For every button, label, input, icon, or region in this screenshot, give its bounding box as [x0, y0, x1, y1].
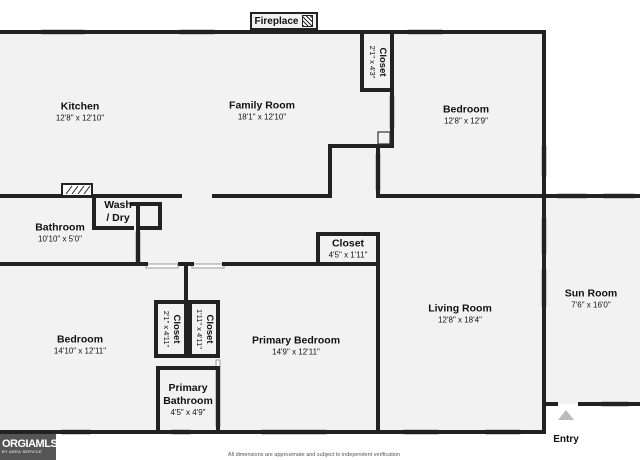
room-dims: 12'8" x 18'4": [438, 315, 482, 325]
room-closet-top: Closet 2'1" x 4'3": [367, 45, 388, 79]
room-name: Closet: [376, 47, 388, 77]
fireplace: Fireplace: [250, 12, 318, 30]
room-bathroom: Bathroom 10'10" x 5'0": [35, 221, 85, 244]
room-name-line2: / Dry: [106, 212, 130, 224]
room-sun-room: Sun Room 7'6" x 16'0": [565, 287, 618, 310]
room-wash-dry: Wash / Dry: [104, 199, 132, 225]
room-kitchen: Kitchen 12'8" x 12'10": [56, 100, 104, 123]
room-dims: 14'9" x 12'11": [272, 347, 320, 357]
room-dims: 14'10" x 12'11": [53, 346, 107, 356]
room-dims: 12'8" x 12'9": [444, 116, 488, 126]
room-bedroom-sw: Bedroom 14'10" x 12'11": [54, 333, 106, 356]
room-primary-bedroom: Primary Bedroom 14'9" x 12'11": [252, 334, 340, 357]
room-dims: 2'1" x 4'3": [367, 45, 377, 79]
room-name-line1: Wash: [104, 198, 132, 211]
mls-logo: ORGIAMLS BY AREA SERVICE: [0, 434, 58, 460]
fireplace-label: Fireplace: [254, 15, 299, 27]
walls: [0, 30, 640, 434]
room-closet-mid: Closet 4'5" x 1'11": [329, 237, 368, 260]
room-dims: 18'1" x 12'10": [237, 112, 287, 122]
room-name: Closet: [203, 314, 215, 344]
room-name: Closet: [331, 237, 365, 250]
logo-subtext: BY AREA SERVICE: [2, 449, 42, 455]
room-name: Bedroom: [56, 333, 104, 346]
room-dims: 1'11" x 4'11": [194, 308, 204, 350]
room-closet-right: Closet 1'11" x 4'11": [194, 308, 215, 350]
room-name-line2: Bathroom: [163, 395, 213, 407]
room-family-room: Family Room 18'1" x 12'10": [229, 99, 295, 122]
room-name: Primary Bedroom: [251, 334, 341, 347]
room-name: Family Room: [229, 99, 295, 112]
entry-arrow-icon: [558, 410, 574, 420]
room-dims: 2'1" x 4'11": [161, 310, 171, 348]
entry-label: Entry: [553, 434, 579, 445]
sun-room-fill: [544, 196, 640, 404]
room-name: Bedroom: [442, 103, 490, 116]
room-dims: 10'10" x 5'0": [38, 234, 82, 244]
disclaimer-note: All dimensions are approximate and subje…: [227, 452, 401, 458]
room-dims: 4'5" x 1'11": [328, 250, 368, 260]
room-name: Closet: [170, 314, 182, 344]
main-house-fill: [0, 32, 544, 432]
room-primary-bathroom: Primary Bathroom 4'5" x 4'9": [163, 382, 213, 418]
room-name: Living Room: [428, 302, 492, 315]
room-name: Sun Room: [564, 287, 618, 300]
room-name: Kitchen: [60, 100, 100, 113]
room-dims: 12'8" x 12'10": [55, 113, 105, 123]
room-living-room: Living Room 12'8" x 18'4": [428, 302, 492, 325]
wash-dry-hatch-lines: [65, 185, 91, 195]
room-dims: 7'6" x 16'0": [571, 300, 611, 310]
room-name: Bathroom: [35, 221, 85, 234]
room-dims: 4'5" x 4'9": [170, 408, 206, 418]
room-closet-left: Closet 2'1" x 4'11": [161, 310, 182, 348]
room-name-line1: Primary: [168, 381, 208, 394]
logo-text: ORGIAMLS: [2, 438, 58, 451]
fireplace-hatch-icon: [302, 15, 314, 27]
room-bedroom-ne: Bedroom 12'8" x 12'9": [443, 103, 489, 126]
